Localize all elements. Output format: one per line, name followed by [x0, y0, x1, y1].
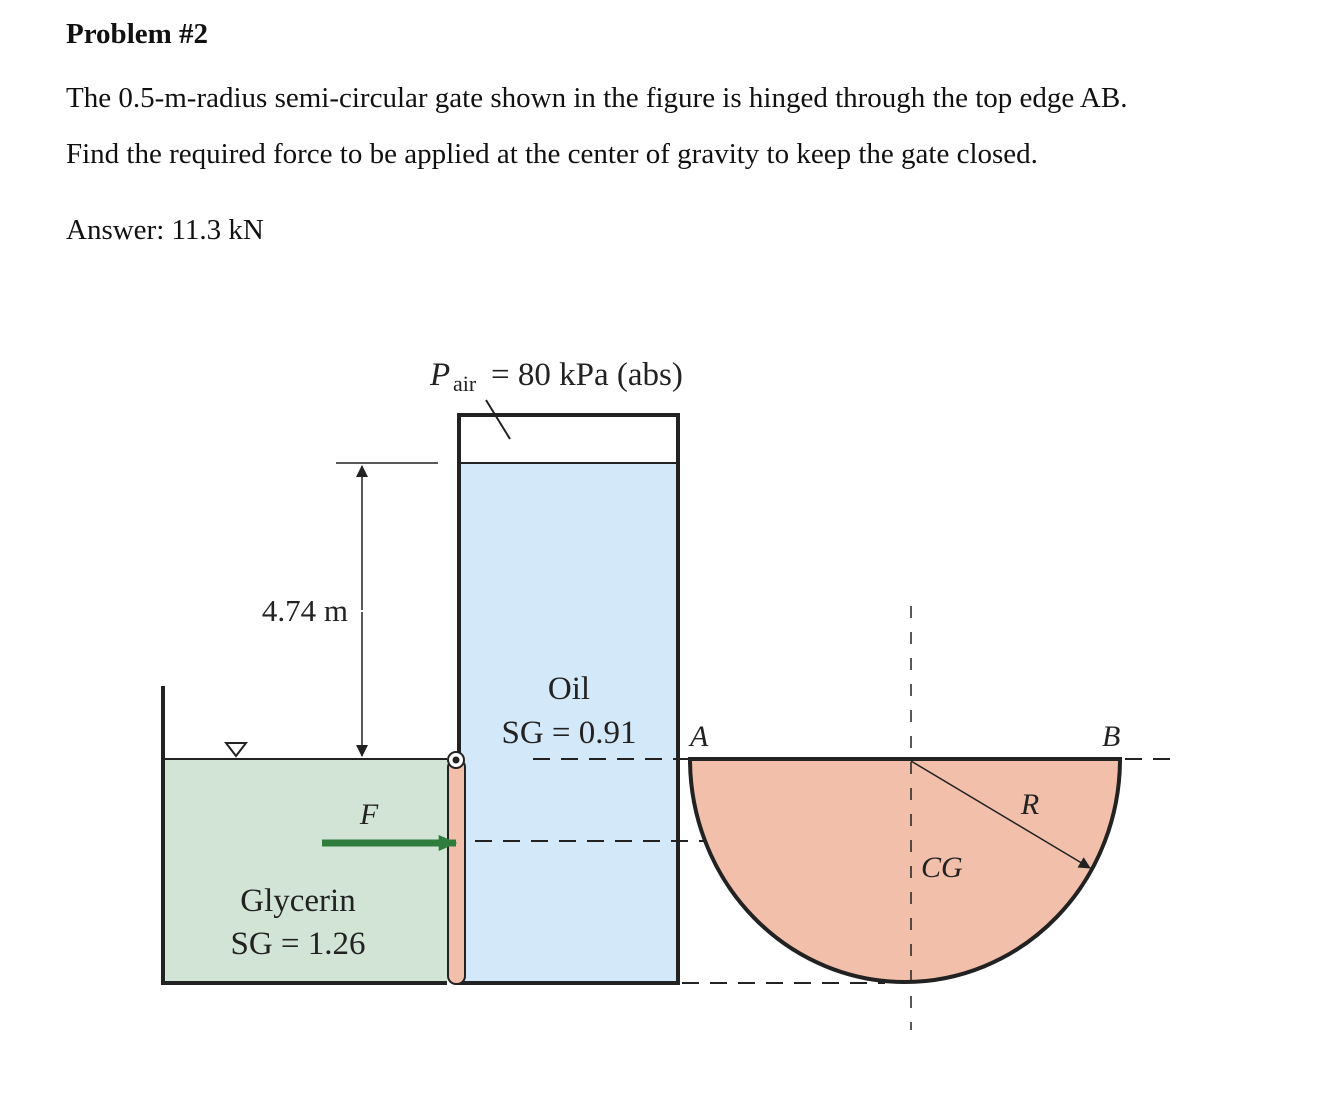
free-surface-symbol	[223, 742, 249, 758]
radius-arrow	[910, 760, 1091, 869]
point-b-label: B	[1102, 720, 1120, 753]
oil-sg-label: SG = 0.91	[501, 715, 636, 751]
air-pointer-line	[485, 399, 511, 440]
problem-statement-line-1: The 0.5-m-radius semi-circular gate show…	[66, 82, 1128, 114]
air-pressure-value: = 80 kPa (abs)	[491, 357, 683, 393]
force-label: F	[359, 798, 379, 831]
point-a-label: A	[688, 720, 709, 753]
answer-text: Answer: 11.3 kN	[66, 214, 264, 246]
oil-label: Oil	[548, 671, 590, 707]
air-pressure-symbol: P	[429, 357, 450, 393]
gate-side-view	[447, 758, 466, 985]
oil-fluid	[459, 463, 678, 983]
problem-statement-line-2: Find the required force to be applied at…	[66, 138, 1038, 170]
oil-tank-outline	[457, 413, 680, 985]
glycerin-fluid	[163, 759, 447, 983]
radius-label: R	[1020, 788, 1039, 821]
semicircular-gate	[687, 757, 1123, 984]
glycerin-tank-wall	[161, 686, 447, 985]
glycerin-label: Glycerin	[240, 883, 355, 919]
problem-title: Problem #2	[66, 18, 209, 50]
hinge-inner	[452, 756, 460, 764]
glycerin-sg-label: SG = 1.26	[230, 926, 365, 962]
height-dimension-label: 4.74 m	[262, 593, 348, 628]
air-pressure-subscript: air	[453, 371, 477, 396]
cg-label: CG	[921, 851, 963, 884]
